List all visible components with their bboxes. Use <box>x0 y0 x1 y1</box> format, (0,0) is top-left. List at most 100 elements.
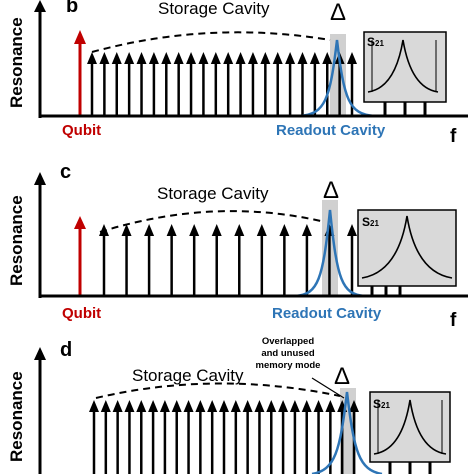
y-axis-arrowhead <box>34 172 46 185</box>
y-axis-arrowhead <box>34 0 46 12</box>
storage-mode-arrowhead <box>223 52 234 64</box>
y-axis-label: Resonance <box>7 17 26 108</box>
y-axis-label: Resonance <box>7 195 26 286</box>
storage-mode-arrowhead <box>173 52 184 64</box>
storage-mode-arrowhead <box>272 52 283 64</box>
delta-label: Δ <box>334 363 350 390</box>
storage-envelope <box>91 31 331 53</box>
storage-mode-arrowhead <box>309 52 320 64</box>
storage-envelope <box>95 382 341 399</box>
storage-cavity-label: Storage Cavity <box>158 0 270 18</box>
storage-mode-arrowhead <box>166 224 177 236</box>
readout-cavity-label: Readout Cavity <box>276 122 386 139</box>
storage-mode-arrowhead <box>136 400 147 412</box>
storage-mode-arrowhead <box>301 224 312 236</box>
storage-mode-arrowhead <box>186 52 197 64</box>
storage-envelope <box>99 210 326 233</box>
storage-mode-arrowhead <box>161 52 172 64</box>
memory-mode-note: memory mode <box>256 360 321 371</box>
storage-mode-arrowhead <box>136 52 147 64</box>
storage-mode-arrowhead <box>171 400 182 412</box>
storage-mode-arrowhead <box>99 52 110 64</box>
storage-cavity-label: Storage Cavity <box>132 366 244 385</box>
panel-c: S21 c Storage Cavity Δ Resonance Qubit R… <box>7 161 468 331</box>
storage-mode-arrowhead <box>198 52 209 64</box>
storage-mode-arrowhead <box>242 400 253 412</box>
storage-mode-arrowhead <box>254 400 265 412</box>
storage-mode-arrowhead <box>260 52 271 64</box>
storage-mode-arrowhead <box>183 400 194 412</box>
storage-mode-arrowhead <box>347 224 357 236</box>
storage-mode-arrowhead <box>159 400 170 412</box>
storage-mode-arrowhead <box>313 400 324 412</box>
delta-label: Δ <box>323 177 339 204</box>
storage-mode-arrowhead <box>289 400 300 412</box>
storage-mode-arrowhead <box>219 400 229 412</box>
storage-mode-arrowhead <box>148 52 159 64</box>
readout-resonance-curve <box>299 39 375 118</box>
panel-d: S21 d Storage Cavity Δ Resonance Overlap… <box>7 336 451 474</box>
frequency-axis-label: f <box>450 310 457 331</box>
inset-label: S21 <box>373 397 390 411</box>
storage-mode-arrowhead <box>301 400 312 412</box>
panel-letter: c <box>60 161 71 183</box>
qubit-arrowhead <box>74 30 86 44</box>
storage-mode-arrowhead <box>235 52 246 64</box>
inset-curve <box>367 39 439 93</box>
readout-cavity-label: Readout Cavity <box>272 305 382 322</box>
storage-mode-arrowhead <box>266 400 277 412</box>
storage-mode-arrowhead <box>148 400 159 412</box>
inset-label: S21 <box>362 215 379 229</box>
storage-mode-arrowhead <box>230 400 241 412</box>
storage-modes <box>87 52 357 116</box>
panel-letter: d <box>60 339 72 361</box>
s21-inset: S21 <box>357 209 457 287</box>
storage-mode-arrowhead <box>297 52 308 64</box>
storage-mode-arrowhead <box>112 400 123 412</box>
delta-label: Δ <box>330 0 346 26</box>
storage-mode-arrowhead <box>247 52 258 64</box>
qubit-arrowhead <box>74 216 86 229</box>
storage-mode-arrowhead <box>144 224 155 236</box>
storage-mode-arrowhead <box>124 400 135 412</box>
storage-cavity-label: Storage Cavity <box>157 184 269 203</box>
memory-mode-note: Overlapped <box>262 336 314 347</box>
frequency-axis-label: f <box>450 126 457 147</box>
storage-mode-arrowhead <box>189 224 200 236</box>
readout-resonance-curve <box>295 209 365 298</box>
s21-inset: S21 <box>369 391 451 463</box>
storage-mode-arrowhead <box>121 224 132 236</box>
annotation-pointer <box>311 377 345 399</box>
storage-mode-arrowhead <box>87 52 97 64</box>
storage-mode-arrowhead <box>234 224 245 236</box>
storage-mode-arrowhead <box>349 400 359 412</box>
inset-label: S21 <box>367 35 384 49</box>
memory-mode-note: and unused <box>261 348 315 359</box>
storage-modes <box>89 400 359 474</box>
storage-mode-arrowhead <box>211 224 222 236</box>
qubit-label: Qubit <box>62 122 101 139</box>
readout-resonance-curve <box>311 391 383 474</box>
storage-mode-arrowhead <box>285 52 296 64</box>
storage-mode-arrowhead <box>256 224 267 236</box>
s21-inset: S21 <box>363 31 447 103</box>
storage-mode-arrowhead <box>325 400 336 412</box>
storage-mode-arrowhead <box>347 52 357 64</box>
panel-b: S21 b Storage Cavity Δ Resonance Qubit R… <box>7 0 468 147</box>
storage-mode-arrowhead <box>278 400 289 412</box>
storage-mode-arrowhead <box>111 52 122 64</box>
storage-mode-arrowhead <box>279 224 290 236</box>
storage-mode-arrowhead <box>124 52 135 64</box>
y-axis-arrowhead <box>34 347 46 360</box>
storage-modes <box>99 224 357 296</box>
storage-mode-arrowhead <box>207 400 218 412</box>
inset-curve <box>361 215 453 279</box>
qubit-label: Qubit <box>62 305 101 322</box>
storage-mode-arrowhead <box>195 400 206 412</box>
storage-mode-arrowhead <box>89 400 99 412</box>
storage-mode-arrowhead <box>322 52 333 64</box>
storage-mode-arrowhead <box>100 400 111 412</box>
inset-curve <box>373 399 447 455</box>
y-axis-label: Resonance <box>7 371 26 462</box>
